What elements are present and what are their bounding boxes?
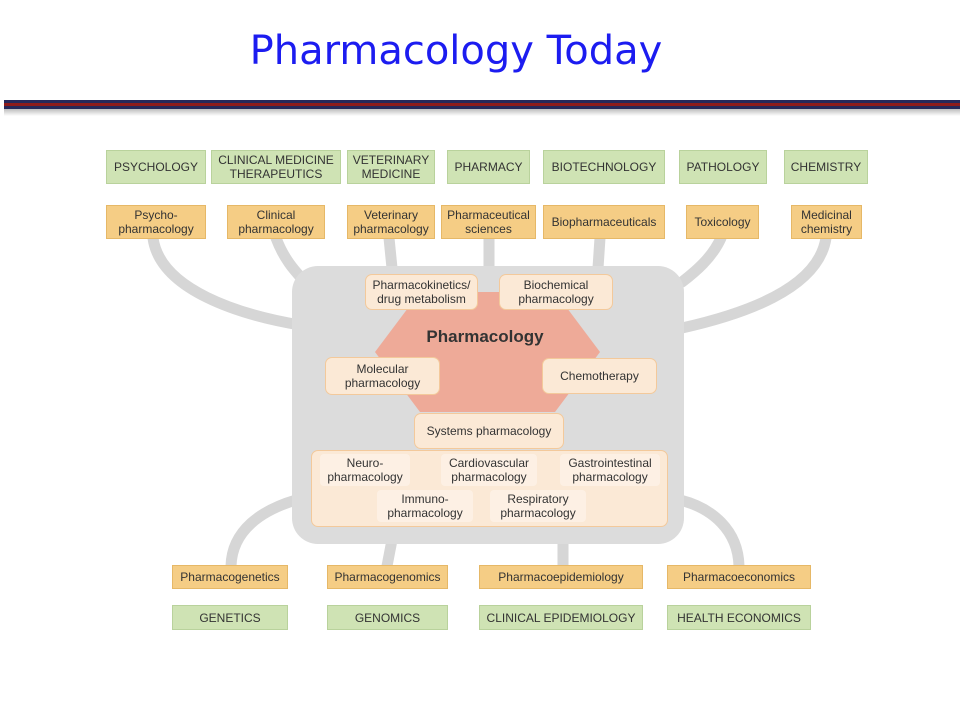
connector-veterinary-pharmacology [383,232,398,274]
connector-pharmacogenetics [225,494,302,572]
discipline-pathology: PATHOLOGY [679,150,767,184]
subfield-pharmacogenetics: Pharmacogenetics [172,565,288,589]
connector-pharmacogenomics [381,534,398,572]
core-chemotherapy: Chemotherapy [542,358,657,394]
discipline-psychology: PSYCHOLOGY [106,150,206,184]
subfield-toxicology: Toxicology [686,205,759,239]
subfield-gastrointestinal-pharmacology: Gastrointestinal pharmacology [560,454,660,486]
title-rule [4,100,960,116]
subfield-respiratory-pharmacology: Respiratory pharmacology [490,490,586,522]
subfield-medicinal-chemistry: Medicinal chemistry [791,205,862,239]
connector-lines [147,232,832,572]
core-pharmacokinetics: Pharmacokinetics/ drug metabolism [365,274,478,310]
connector-pharmacoeconomics [674,494,745,572]
subfield-immunopharmacology: Immuno- pharmacology [377,490,473,522]
connector-biopharmaceuticals [592,232,606,274]
subfield-clinical-pharmacology: Clinical pharmacology [227,205,325,239]
subfield-psychopharmacology: Psycho- pharmacology [106,205,206,239]
discipline-clinical-medicine-therapeutics: CLINICAL MEDICINE THERAPEUTICS [211,150,341,184]
discipline-genetics: GENETICS [172,605,288,630]
subfield-pharmaceutical-sciences: Pharmaceutical sciences [441,205,536,239]
center-pharmacology-label: Pharmacology [426,327,544,346]
connector-psychopharmacology [147,232,306,331]
discipline-health-economics: HEALTH ECONOMICS [667,605,811,630]
discipline-chemistry: CHEMISTRY [784,150,868,184]
discipline-veterinary-medicine: VETERINARY MEDICINE [347,150,435,184]
connector-medicinal-chemistry [676,232,832,334]
subfield-pharmacoepidemiology: Pharmacoepidemiology [479,565,643,589]
subfield-neuropharmacology: Neuro- pharmacology [320,454,410,486]
title-rule-top-band [4,100,960,103]
discipline-pharmacy: PHARMACY [447,150,530,184]
discipline-genomics: GENOMICS [327,605,448,630]
subfield-veterinary-pharmacology: Veterinary pharmacology [347,205,435,239]
discipline-biotechnology: BIOTECHNOLOGY [543,150,665,184]
subfield-pharmacoeconomics: Pharmacoeconomics [667,565,811,589]
subfield-pharmacogenomics: Pharmacogenomics [327,565,448,589]
title-rule-bottom-band [4,106,960,109]
subfield-biopharmaceuticals: Biopharmaceuticals [543,205,665,239]
slide-title: Pharmacology Today [249,28,663,74]
discipline-clinical-epidemiology: CLINICAL EPIDEMIOLOGY [479,605,643,630]
title-rule-shadow [4,109,960,116]
subfield-cardiovascular-pharmacology: Cardiovascular pharmacology [441,454,537,486]
core-biochemical-pharmacology: Biochemical pharmacology [499,274,613,310]
core-systems-pharmacology: Systems pharmacology [414,413,564,449]
connector-toxicology [676,232,727,288]
title-rule-accent-band [4,103,960,106]
core-molecular-pharmacology: Molecular pharmacology [325,357,440,395]
